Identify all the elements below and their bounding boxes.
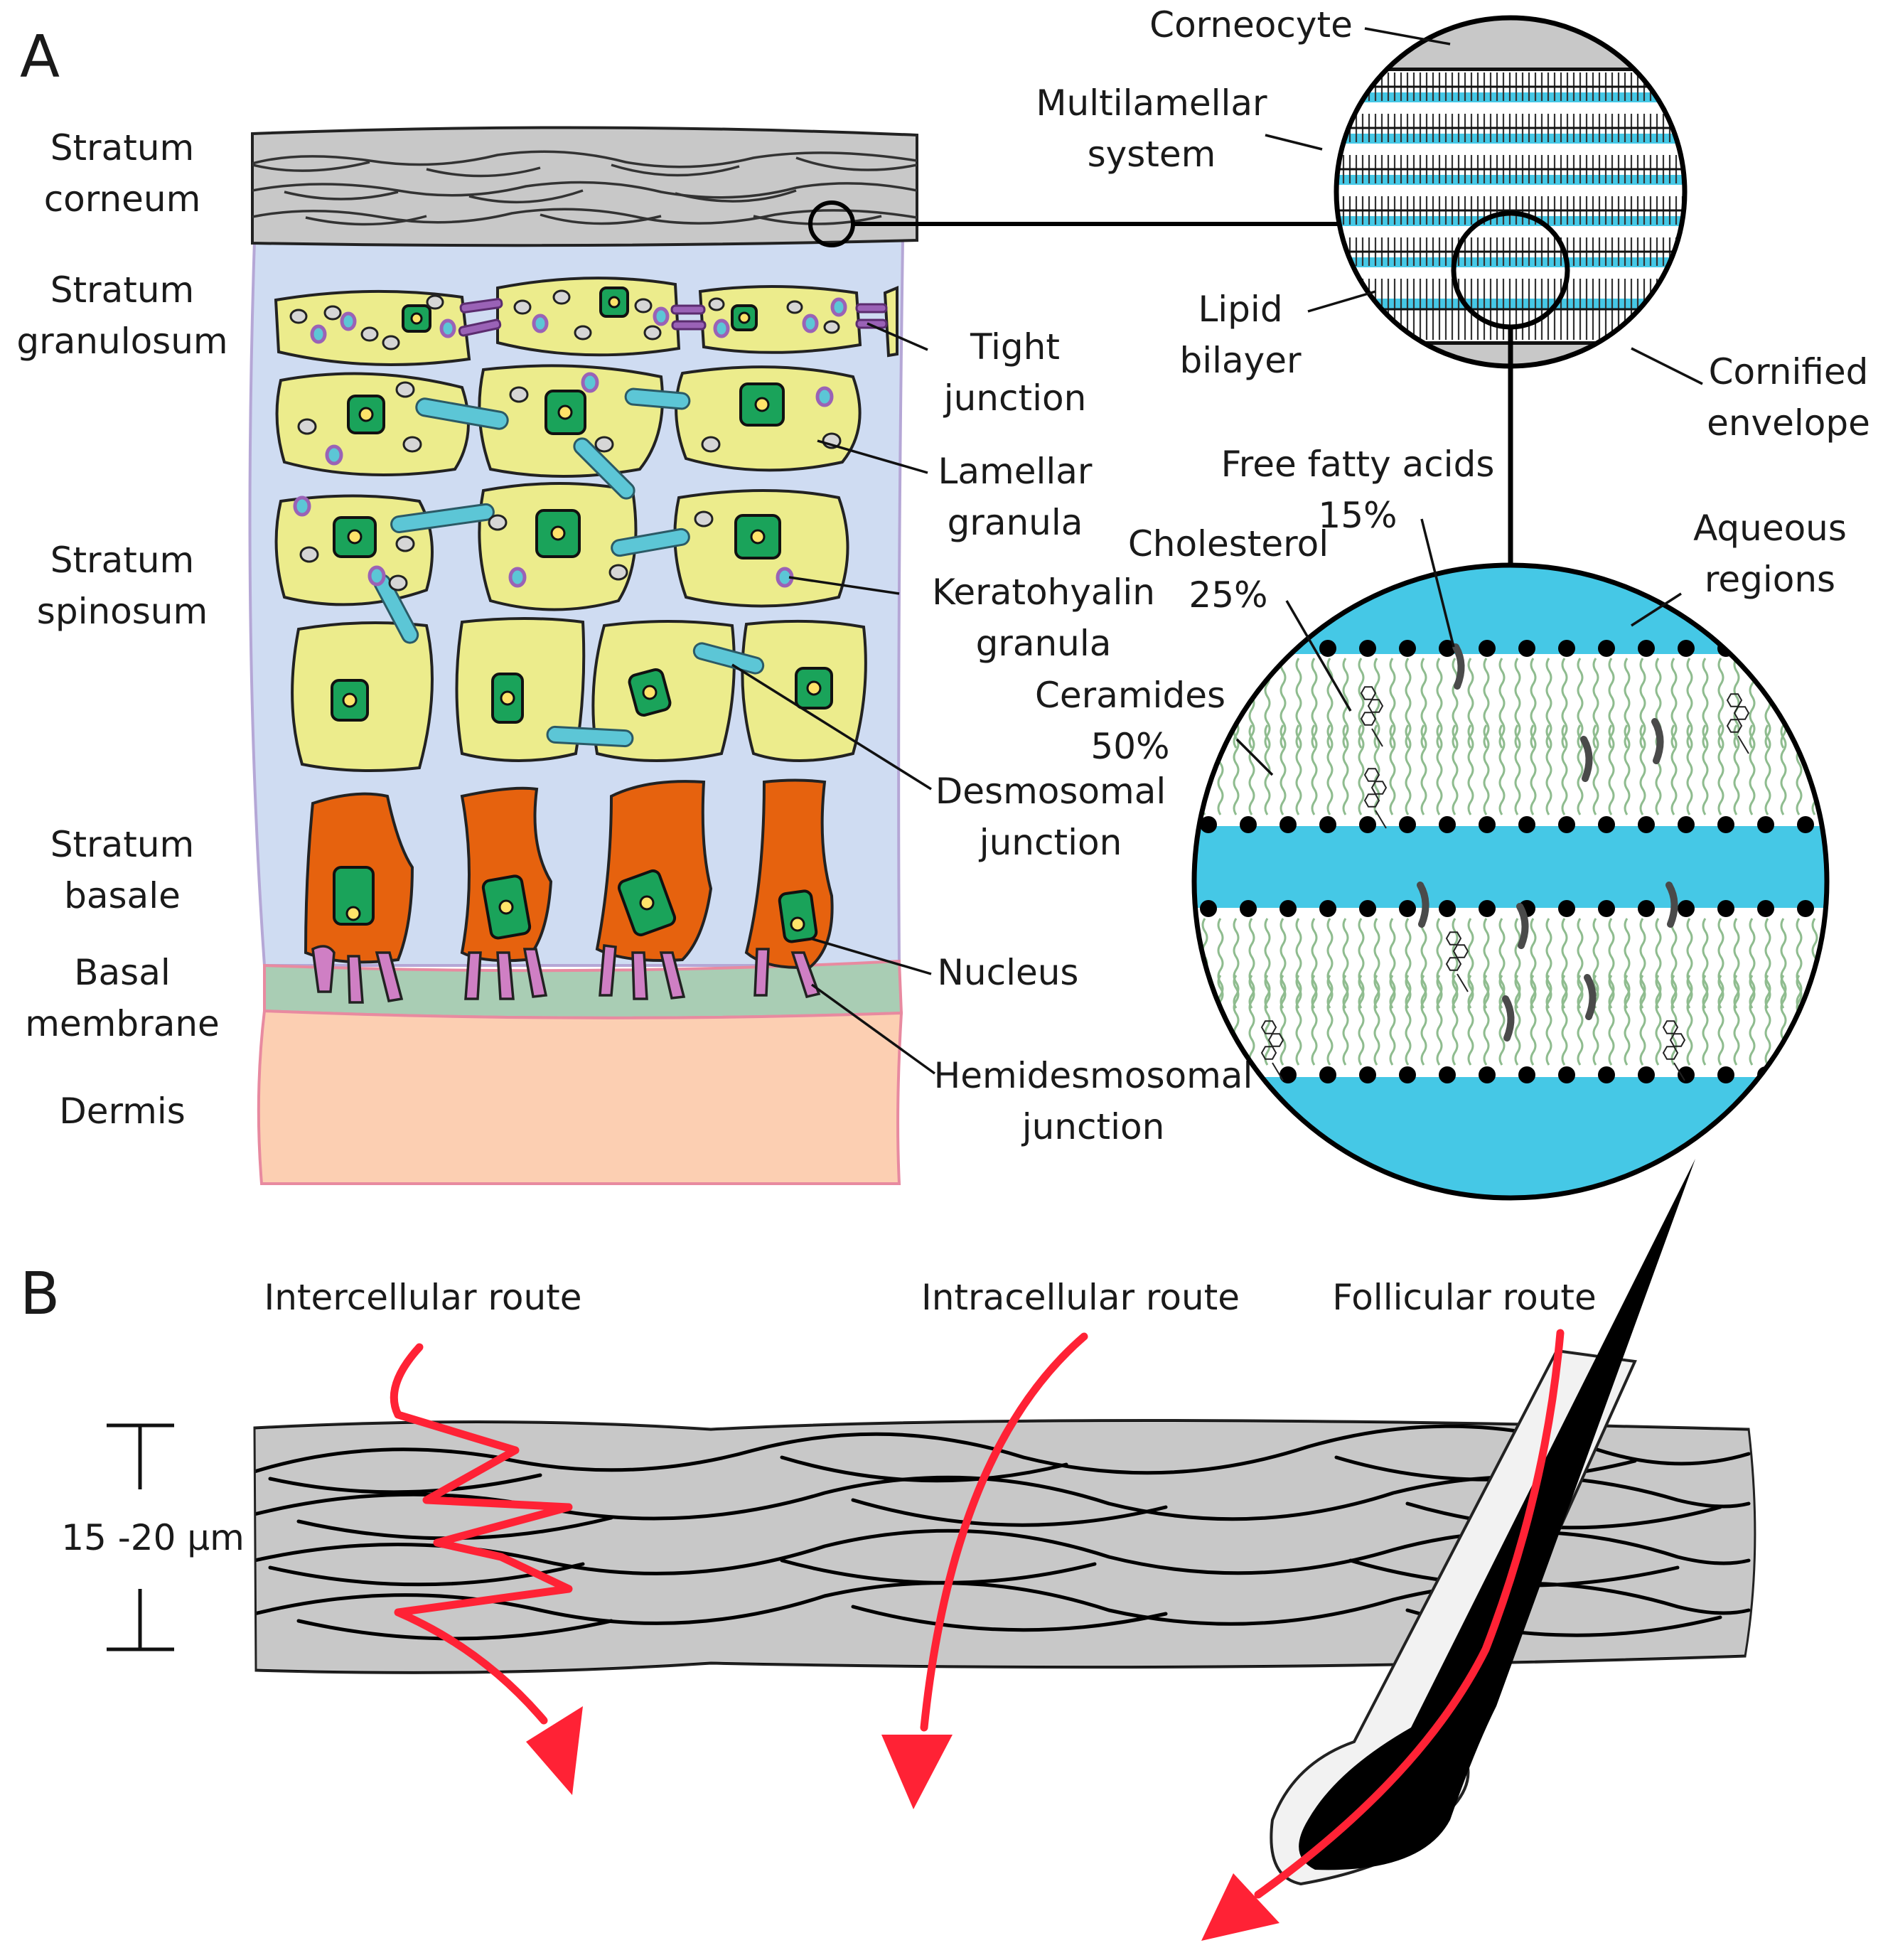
label-follicular-route: Follicular route: [1332, 1277, 1597, 1318]
callout-desmosomal-2: junction: [979, 822, 1122, 863]
zoom-connector-1: [808, 200, 1340, 247]
dermis: [257, 1009, 903, 1185]
callout-nucleus: Nucleus: [938, 952, 1079, 993]
callout-labels: Tight junction Lamellar granula Keratohyal…: [932, 326, 1252, 1147]
label-dermis: Dermis: [59, 1091, 186, 1132]
thickness-scale: [107, 1423, 174, 1651]
label-multilamellar-2: system: [1088, 134, 1216, 175]
intercellular-route-arrow: [390, 1343, 573, 1725]
label-lipid-bilayer-1: Lipid: [1198, 289, 1282, 330]
callout-lamellar-1: Lamellar: [938, 451, 1093, 492]
zoom2-labels: Free fatty acids 15% Cholesterol 25% Ceram…: [1035, 444, 1847, 767]
panel-b-letter: B: [20, 1260, 60, 1328]
desmosomal-junctions: [373, 387, 765, 748]
label-intercellular-route: Intercellular route: [264, 1277, 581, 1318]
label-ffa-1: Free fatty acids: [1221, 444, 1495, 485]
zoom-circle-multilamellar: [1334, 15, 1688, 369]
intracellular-route-arrow: [920, 1332, 1088, 1732]
callout-desmosomal-1: Desmosomal: [935, 771, 1166, 812]
follicular-route-arrow: [1254, 1329, 1565, 1899]
panel-a-letter: A: [20, 23, 60, 91]
label-thickness: 15 -20 μm: [61, 1517, 245, 1558]
label-cornified-1: Cornified: [1709, 351, 1869, 392]
label-spinosum-2: spinosum: [37, 591, 208, 632]
label-ceramides-2: 50%: [1090, 726, 1169, 767]
hair-follicle: [1270, 1159, 1695, 1886]
layer-labels: Stratum corneum Stratum granulosum Stratum…: [16, 127, 227, 1132]
label-granulosum-2: granulosum: [16, 321, 227, 362]
zoom2-leaders: [1235, 518, 1682, 776]
label-intracellular-route: Intracellular route: [921, 1277, 1240, 1318]
label-ffa-2: 15%: [1318, 495, 1397, 536]
intercellular-arrowhead: [526, 1706, 583, 1795]
route-arrows: [390, 1329, 1565, 1941]
callout-hemidesmosomal-1: Hemidesmosomal: [934, 1055, 1253, 1096]
label-lipid-bilayer-2: bilayer: [1179, 340, 1302, 381]
label-basale-2: basale: [64, 875, 181, 916]
label-corneum-1: Stratum: [50, 127, 195, 168]
label-cornified-2: envelope: [1707, 402, 1870, 444]
lamellar-granules: [289, 289, 842, 591]
callout-lamellar-2: granula: [948, 502, 1083, 543]
label-ceramides-1: Ceramides: [1035, 675, 1225, 716]
zoom1-labels: Corneocyte Multilamellar system Lipid bila…: [1036, 4, 1870, 444]
label-multilamellar-1: Multilamellar: [1036, 82, 1267, 124]
label-aqueous-2: regions: [1705, 559, 1835, 600]
callout-keratohyalin-2: granula: [976, 623, 1112, 664]
label-basal-membrane-1: Basal: [74, 952, 171, 993]
label-aqueous-1: Aqueous: [1693, 508, 1847, 549]
keratohyalin-granules: [293, 297, 847, 588]
label-basal-membrane-2: membrane: [25, 1003, 220, 1044]
callout-tight-2: junction: [943, 377, 1087, 419]
label-basale-1: Stratum: [50, 824, 195, 865]
callout-leader-lines: [731, 322, 936, 1075]
label-corneum-2: corneum: [44, 178, 201, 220]
callout-tight-1: Tight: [970, 326, 1060, 368]
intracellular-arrowhead: [881, 1735, 953, 1809]
stratum-corneum-layer: [251, 126, 918, 247]
route-labels: Intercellular route Intracellular route …: [264, 1277, 1596, 1318]
tight-junctions: [458, 298, 888, 337]
label-cholesterol-2: 25%: [1189, 574, 1267, 616]
label-cholesterol-1: Cholesterol: [1128, 523, 1329, 564]
label-granulosum-1: Stratum: [50, 269, 195, 311]
callout-hemidesmosomal-2: junction: [1021, 1106, 1165, 1147]
nuclei: [331, 286, 833, 943]
follicular-arrowhead: [1201, 1873, 1280, 1941]
zoom1-leaders: [1265, 27, 1703, 385]
label-corneocyte: Corneocyte: [1149, 4, 1353, 45]
zoom-circle-lipids: [1191, 562, 1830, 1201]
callout-keratohyalin-1: Keratohyalin: [932, 572, 1155, 613]
label-spinosum-1: Stratum: [50, 540, 195, 581]
